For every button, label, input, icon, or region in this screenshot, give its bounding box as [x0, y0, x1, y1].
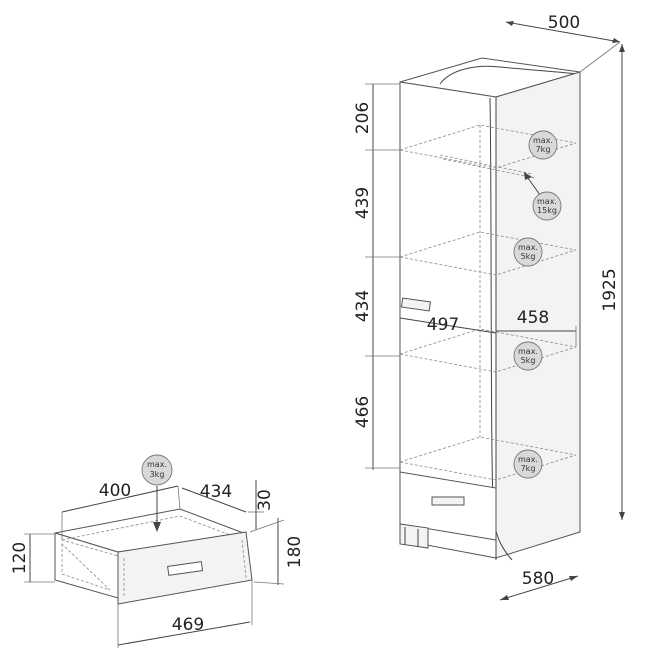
dimension-drawer-side-height: 120: [10, 533, 55, 583]
arrowhead: [153, 522, 161, 532]
dimension-base-width: 580: [499, 569, 579, 601]
dimension-height: 1925: [600, 44, 625, 520]
drawer-load-badge: max. 3kg: [141, 454, 173, 532]
dimension-label: 120: [10, 542, 30, 574]
wardrobe-door-handle: [400, 297, 431, 312]
wardrobe: max. 7kg max. 15kg max. 5kg max. 5kg max…: [353, 13, 625, 601]
badge-line1: max.: [147, 460, 167, 469]
wardrobe-door-curve: [489, 97, 513, 561]
dimension-door-width: 497: [399, 315, 497, 335]
drawer: max. 3kg 400 434 30 120: [10, 454, 305, 648]
load-badge: max. 5kg: [513, 237, 543, 267]
dimension-label: 458: [517, 308, 549, 328]
dimension-label: 439: [353, 187, 373, 219]
dimension-label: 497: [427, 315, 459, 335]
badge-line2: 7kg: [536, 145, 551, 154]
load-badge: max. 5kg: [513, 341, 543, 371]
badge-line2: 5kg: [521, 356, 536, 365]
shelf-2: [399, 231, 577, 276]
hanging-rail: [439, 154, 533, 175]
wardrobe-drawer-handle: [431, 496, 465, 506]
dimension-label: 206: [353, 102, 373, 134]
arrowhead: [524, 172, 532, 180]
badge-line2: 15kg: [537, 206, 557, 215]
load-badge: max. 15kg: [524, 172, 562, 221]
dimension-sections: 206 439 434 466: [353, 83, 400, 470]
dimension-label: 30: [255, 489, 275, 511]
rail-pointer-arrow: [527, 177, 541, 196]
badge-line2: 3kg: [150, 470, 165, 479]
drawer-inner-side: [61, 543, 111, 591]
badge-line2: 5kg: [521, 252, 536, 261]
dimension-label: 434: [353, 290, 373, 322]
badge-line1: max.: [518, 243, 538, 252]
dimension-label: 1925: [600, 268, 620, 311]
drawer-handle: [167, 561, 204, 576]
badge-line1: max.: [518, 347, 538, 356]
shelf-1: [399, 124, 577, 169]
dimension-drawer-front-width: 469: [117, 580, 253, 648]
badge-line1: max.: [518, 455, 538, 464]
dimension-drawer-front-height: 180: [249, 518, 305, 585]
wardrobe-drawer: [399, 471, 497, 541]
badge-line2: 7kg: [521, 464, 536, 473]
dimension-depth-top: 500: [505, 13, 621, 73]
dimension-label: 400: [99, 481, 131, 501]
dimension-drawer-rim: 30: [248, 480, 275, 530]
load-badge: max. 7kg: [513, 449, 543, 479]
shelf-4: [399, 436, 577, 481]
dimension-label: 469: [172, 615, 204, 635]
drawer-front-inner-line: [241, 539, 247, 579]
dimension-drawer-inner-depth: 434: [181, 482, 247, 513]
badge-line1: max.: [537, 197, 557, 206]
dimension-label: 466: [353, 396, 373, 428]
load-badge: max. 7kg: [528, 130, 558, 160]
hanging-rail: [442, 158, 536, 179]
dimension-label: 580: [522, 569, 554, 589]
wardrobe-plinth: [399, 523, 429, 549]
dimension-interior-width: 458: [496, 308, 577, 347]
wardrobe-top-curve: [439, 65, 579, 85]
dimension-label: 434: [200, 482, 232, 502]
badge-line1: max.: [533, 136, 553, 145]
dimension-label: 180: [285, 536, 305, 568]
dimension-drawer-inner-width: 400: [61, 481, 181, 540]
dimension-label: 500: [548, 13, 580, 33]
